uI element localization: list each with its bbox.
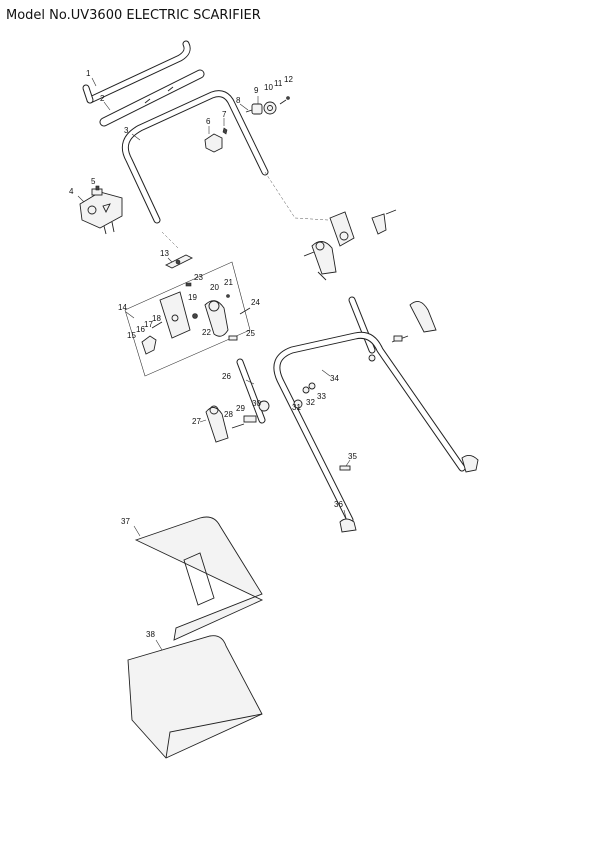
parts-31-33-washers	[293, 354, 376, 409]
label-21: 21	[224, 278, 233, 287]
part-26-middle-tube	[236, 358, 266, 424]
label-31: 31	[292, 403, 301, 412]
label-30: 30	[252, 399, 261, 408]
part-35-pin	[339, 465, 351, 471]
part-16-17-bolt	[151, 321, 163, 329]
right-mid-lever	[303, 241, 337, 281]
label-20: 20	[210, 283, 219, 292]
label-3: 3	[124, 126, 129, 135]
leader-lines	[77, 77, 351, 651]
label-22: 22	[202, 328, 211, 337]
part-30-knob	[258, 400, 270, 412]
label-8: 8	[236, 96, 241, 105]
label-2: 2	[100, 94, 105, 103]
label-33: 33	[317, 392, 326, 401]
part-4-switch-box	[79, 191, 123, 235]
label-37: 37	[121, 517, 130, 526]
label-10: 10	[264, 83, 273, 92]
label-26: 26	[222, 372, 231, 381]
part-3-upper-handle	[121, 90, 269, 224]
group-frame-14	[124, 261, 251, 377]
part-28-bolt	[231, 423, 245, 429]
label-1: 1	[86, 69, 91, 78]
part-21-washer	[226, 294, 230, 298]
label-28: 28	[224, 410, 233, 419]
part-2-foam-grip	[99, 69, 205, 127]
label-15: 15	[127, 331, 136, 340]
label-12: 12	[284, 75, 293, 84]
part-7-screw	[222, 127, 228, 135]
part-labels: 1 2 3 4 5 6 7 8 9 10 11 12 13 14 15 16 1…	[69, 69, 357, 639]
parts-8-12-upper-knob	[245, 96, 290, 115]
part-34-lower-handle	[273, 331, 466, 524]
label-14: 14	[118, 303, 127, 312]
part-27-lever	[205, 405, 229, 443]
label-16: 16	[136, 325, 145, 334]
label-32: 32	[306, 398, 315, 407]
part-36-cap	[339, 518, 357, 533]
part-24-bolt	[239, 307, 251, 315]
right-lower-tube	[348, 296, 376, 354]
label-34: 34	[330, 374, 339, 383]
label-38: 38	[146, 630, 155, 639]
label-25: 25	[246, 329, 255, 338]
label-23: 23	[194, 273, 203, 282]
part-5-switch	[91, 185, 103, 196]
label-17: 17	[144, 320, 153, 329]
part-15-knob	[141, 335, 157, 355]
part-29-sleeve	[243, 415, 257, 423]
label-35: 35	[348, 452, 357, 461]
label-27: 27	[192, 417, 201, 426]
label-11: 11	[274, 79, 283, 88]
part-6-clip	[204, 133, 223, 153]
label-9: 9	[254, 86, 259, 95]
label-29: 29	[236, 404, 245, 413]
part-13-bracket	[164, 254, 194, 269]
label-18: 18	[152, 314, 161, 323]
label-5: 5	[91, 177, 96, 186]
part-37-box-frame	[134, 516, 264, 641]
part-23-spacer	[185, 282, 192, 287]
part-18-pivot-bracket	[159, 291, 191, 339]
right-foot-cap	[461, 455, 479, 473]
label-4: 4	[69, 187, 74, 196]
label-36: 36	[334, 500, 343, 509]
part-20-clamp-lever	[204, 300, 229, 337]
part-1-grip	[82, 40, 191, 104]
right-upper-bracket	[329, 209, 397, 247]
label-13: 13	[160, 249, 169, 258]
label-7: 7	[222, 110, 227, 119]
diagram-title: Model No.UV3600 ELECTRIC SCARIFIER	[6, 8, 261, 23]
label-19: 19	[188, 293, 197, 302]
label-6: 6	[206, 117, 211, 126]
part-19-nut	[192, 313, 198, 319]
right-lower-lever	[391, 301, 437, 343]
part-25-pin	[228, 335, 238, 341]
part-38-grass-bag	[127, 635, 263, 759]
label-24: 24	[251, 298, 260, 307]
